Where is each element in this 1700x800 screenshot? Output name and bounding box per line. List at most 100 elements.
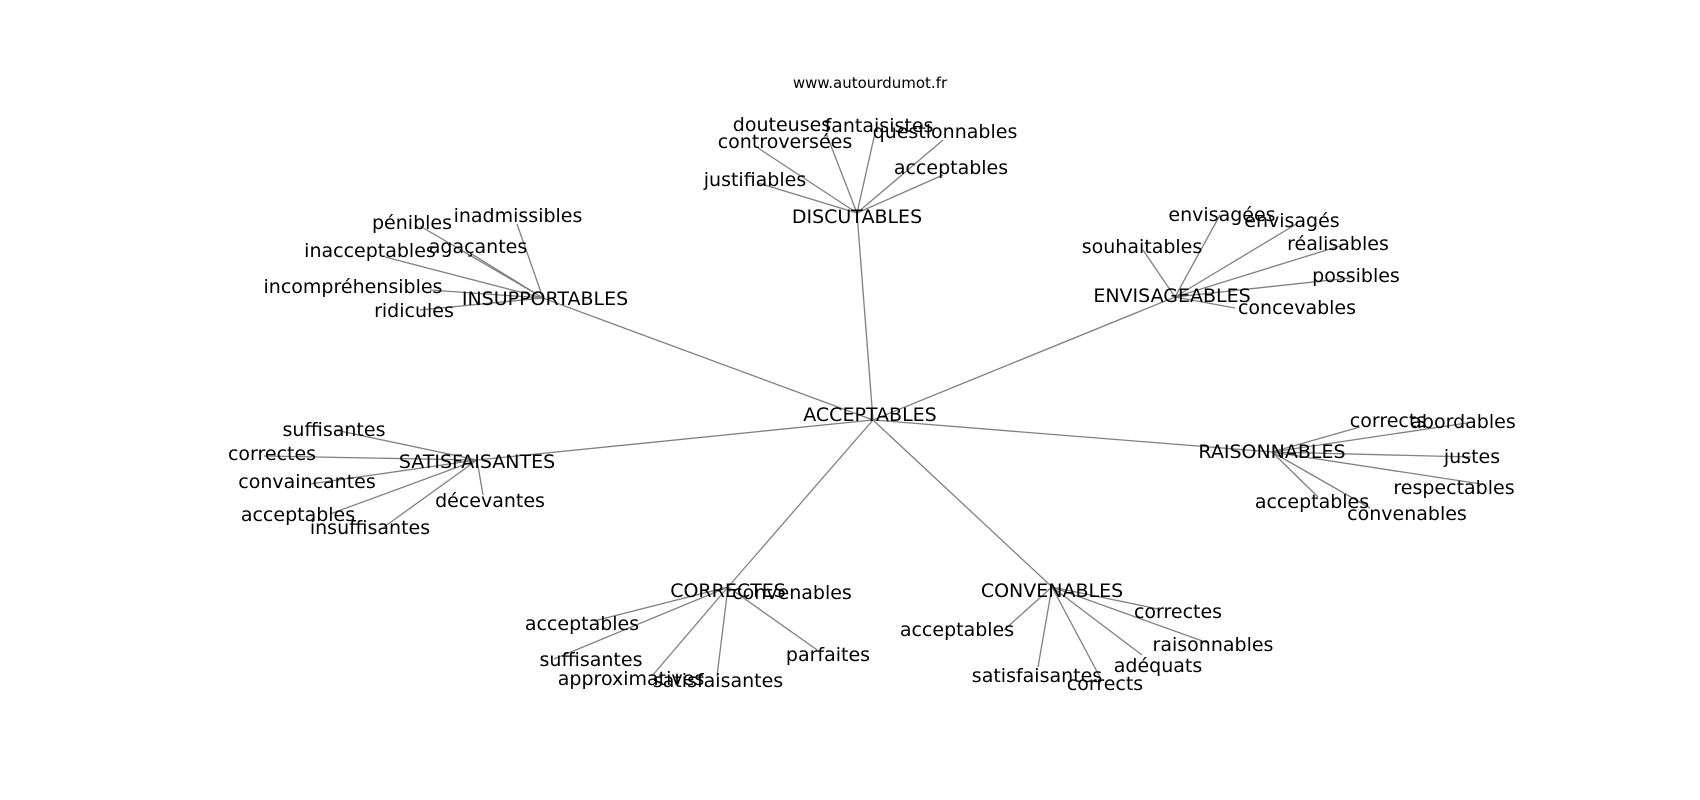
leaf-node-label: approximatives xyxy=(558,668,704,690)
group-node-label: DISCUTABLES xyxy=(792,206,922,228)
edge-4-1 xyxy=(1271,422,1468,453)
edge-center-1 xyxy=(542,297,874,421)
edge-3-3 xyxy=(329,459,478,515)
leaf-node-label: satisfaisantes xyxy=(653,670,783,692)
edge-4-0 xyxy=(1271,426,1361,453)
edge-2-2 xyxy=(1142,249,1176,298)
leaf-node-label: acceptables xyxy=(900,619,1014,641)
edge-0-3 xyxy=(757,147,858,214)
edge-1-3 xyxy=(384,256,544,299)
edge-5-3 xyxy=(651,586,729,677)
edge-6-0 xyxy=(1051,586,1159,610)
edge-6-2 xyxy=(1051,586,1209,644)
edge-3-2 xyxy=(309,459,478,485)
group-node-label: ENVISAGEABLES xyxy=(1093,285,1250,307)
edge-1-4 xyxy=(429,289,544,299)
edge-0-2 xyxy=(856,139,944,214)
edge-0-4 xyxy=(757,182,858,214)
edge-2-0 xyxy=(1174,214,1221,298)
edge-center-5 xyxy=(727,419,874,588)
leaf-node-label: agaçantes xyxy=(429,236,528,258)
edge-6-1 xyxy=(1003,586,1053,631)
edge-5-1 xyxy=(593,586,729,622)
leaf-node-label: corrects xyxy=(1350,410,1426,432)
leaf-node-label: parfaites xyxy=(786,644,870,666)
edge-4-3 xyxy=(1271,451,1482,485)
leaf-node-label: correctes xyxy=(228,443,316,465)
edge-center-6 xyxy=(872,419,1053,588)
leaf-node-label: envisagées xyxy=(1168,204,1275,226)
site-credit: www.autourdumot.fr xyxy=(793,74,948,92)
edge-2-5 xyxy=(1174,296,1236,309)
edge-center-0 xyxy=(856,212,874,421)
edge-4-5 xyxy=(1271,451,1371,509)
leaf-node-label: concevables xyxy=(1238,297,1356,319)
leaf-node-label: acceptables xyxy=(525,613,639,635)
leaf-node-label: corrects xyxy=(1067,673,1143,695)
edge-0-5 xyxy=(856,174,944,214)
leaf-node-label: acceptables xyxy=(894,157,1008,179)
edge-0-0 xyxy=(825,132,858,214)
leaf-node-label: inadmissibles xyxy=(454,205,583,227)
edge-3-5 xyxy=(476,459,484,496)
leaf-node-label: envisagés xyxy=(1244,210,1339,232)
leaf-node-label: respectables xyxy=(1393,477,1514,499)
edge-5-2 xyxy=(553,586,729,660)
edge-6-4 xyxy=(1037,586,1053,668)
group-node-label: CORRECTES xyxy=(670,580,786,602)
labels-layer: www.autourdumot.fr ACCEPTABLES DISCUTABLE… xyxy=(228,74,1516,695)
edge-6-5 xyxy=(1051,586,1103,682)
leaf-node-label: adéquats xyxy=(1114,655,1203,677)
edge-3-1 xyxy=(263,455,478,461)
edge-4-2 xyxy=(1271,451,1472,458)
edge-3-4 xyxy=(383,459,478,528)
center-node-label: ACCEPTABLES xyxy=(803,404,936,426)
edge-1-1 xyxy=(516,223,544,299)
edge-3-0 xyxy=(334,429,478,461)
leaf-node-label: raisonnables xyxy=(1153,634,1274,656)
leaf-node-label: pénibles xyxy=(372,212,452,234)
leaf-node-label: satisfaisantes xyxy=(972,665,1102,687)
leaf-node-label: douteuses xyxy=(733,114,831,136)
leaf-node-label: acceptables xyxy=(241,504,355,526)
leaf-node-label: justes xyxy=(1443,446,1500,468)
edge-center-2 xyxy=(872,296,1176,421)
edge-2-3 xyxy=(1174,244,1344,298)
leaf-node-label: convenables xyxy=(1347,503,1467,525)
leaf-node-label: correctes xyxy=(1134,601,1222,623)
edge-5-5 xyxy=(727,586,821,653)
leaf-node-label: fantaisistes xyxy=(825,115,934,137)
leaf-node-label: convenables xyxy=(732,582,852,604)
group-node-label: RAISONNABLES xyxy=(1198,441,1345,463)
leaf-node-label: réalisables xyxy=(1287,233,1389,255)
group-node-label: CONVENABLES xyxy=(981,580,1123,602)
leaf-node-label: décevantes xyxy=(435,490,545,512)
edge-1-5 xyxy=(419,297,544,311)
edge-center-4 xyxy=(872,419,1273,453)
leaf-node-label: souhaitables xyxy=(1082,236,1203,258)
leaf-node-label: questionnables xyxy=(873,121,1018,143)
leaf-node-label: justifiables xyxy=(703,169,807,191)
leaf-node-label: abordables xyxy=(1410,411,1515,433)
leaf-node-label: ridicules xyxy=(374,300,454,322)
edges-layer xyxy=(263,132,1482,682)
group-node-label: INSUPPORTABLES xyxy=(462,288,628,310)
leaf-node-label: incompréhensibles xyxy=(264,276,443,298)
edge-1-2 xyxy=(469,252,544,299)
leaf-node-label: suffisantes xyxy=(283,419,386,441)
edge-4-4 xyxy=(1271,451,1319,498)
leaf-node-label: inacceptables xyxy=(304,240,436,262)
leaf-node-label: possibles xyxy=(1312,265,1400,287)
leaf-node-label: controversées xyxy=(718,131,853,153)
leaf-node-label: suffisantes xyxy=(540,649,643,671)
leaf-node-label: convaincantes xyxy=(238,471,376,493)
edge-2-4 xyxy=(1174,277,1351,298)
leaf-node-label: acceptables xyxy=(1255,491,1369,513)
group-node-label: SATISFAISANTES xyxy=(399,451,555,473)
edge-6-3 xyxy=(1051,586,1143,656)
edge-5-4 xyxy=(716,586,729,677)
edge-2-1 xyxy=(1174,222,1299,298)
edge-0-1 xyxy=(856,132,876,214)
leaf-node-label: insuffisantes xyxy=(310,517,430,539)
